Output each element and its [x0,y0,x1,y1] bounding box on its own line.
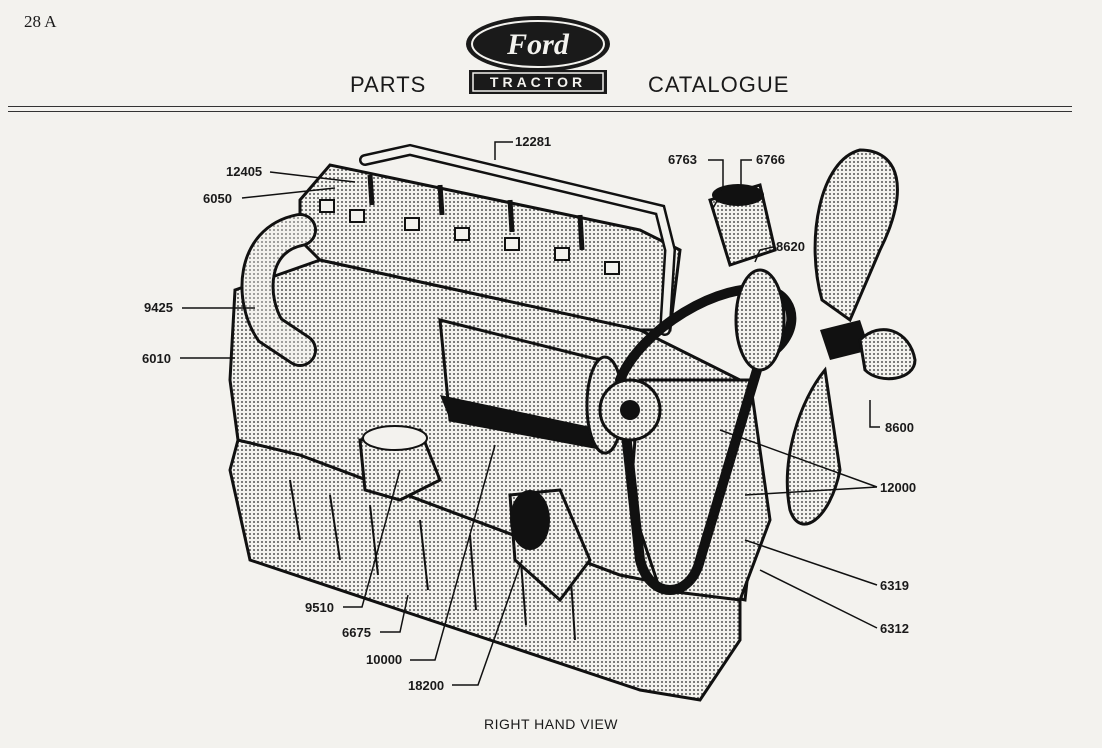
callout-9425: 9425 [144,300,173,315]
callout-18200: 18200 [408,678,445,693]
water-outlet-pipe [240,213,317,367]
callout-6766: 6766 [756,152,785,167]
callout-12405: 12405 [226,164,263,179]
header-rule-top [8,106,1072,107]
callout-12000: 12000 [880,480,917,495]
logo-script-text: Ford [506,28,570,61]
ford-oval-logo: Ford TRACTOR [466,16,610,94]
callout-10000: 10000 [366,652,403,667]
page-number: 28 A [24,12,57,31]
view-caption: RIGHT HAND VIEW [483,716,619,732]
fan-assembly [785,148,917,526]
callout-6763: 6763 [668,152,697,167]
callout-8620: 8620 [776,239,805,254]
callout-12281: 12281 [515,134,552,149]
callout-6050: 6050 [203,191,232,206]
water-pump-housing [708,183,777,267]
fuel-line-pipe [359,143,677,336]
fuel-pump [358,425,442,502]
callout-8600: 8600 [885,420,914,435]
header-parts: PARTS [350,72,427,97]
starter-motor [508,488,592,603]
callout-6675: 6675 [342,625,371,640]
callout-9510: 9510 [305,600,334,615]
callout-6010: 6010 [142,351,171,366]
callout-6312: 6312 [880,621,909,636]
header-catalogue: CATALOGUE [648,72,790,97]
logo-banner-text: TRACTOR [490,74,586,90]
header-rule-bottom [8,111,1072,112]
leader-lines [180,141,880,686]
fan-belt [598,268,797,595]
callout-6319: 6319 [880,578,909,593]
